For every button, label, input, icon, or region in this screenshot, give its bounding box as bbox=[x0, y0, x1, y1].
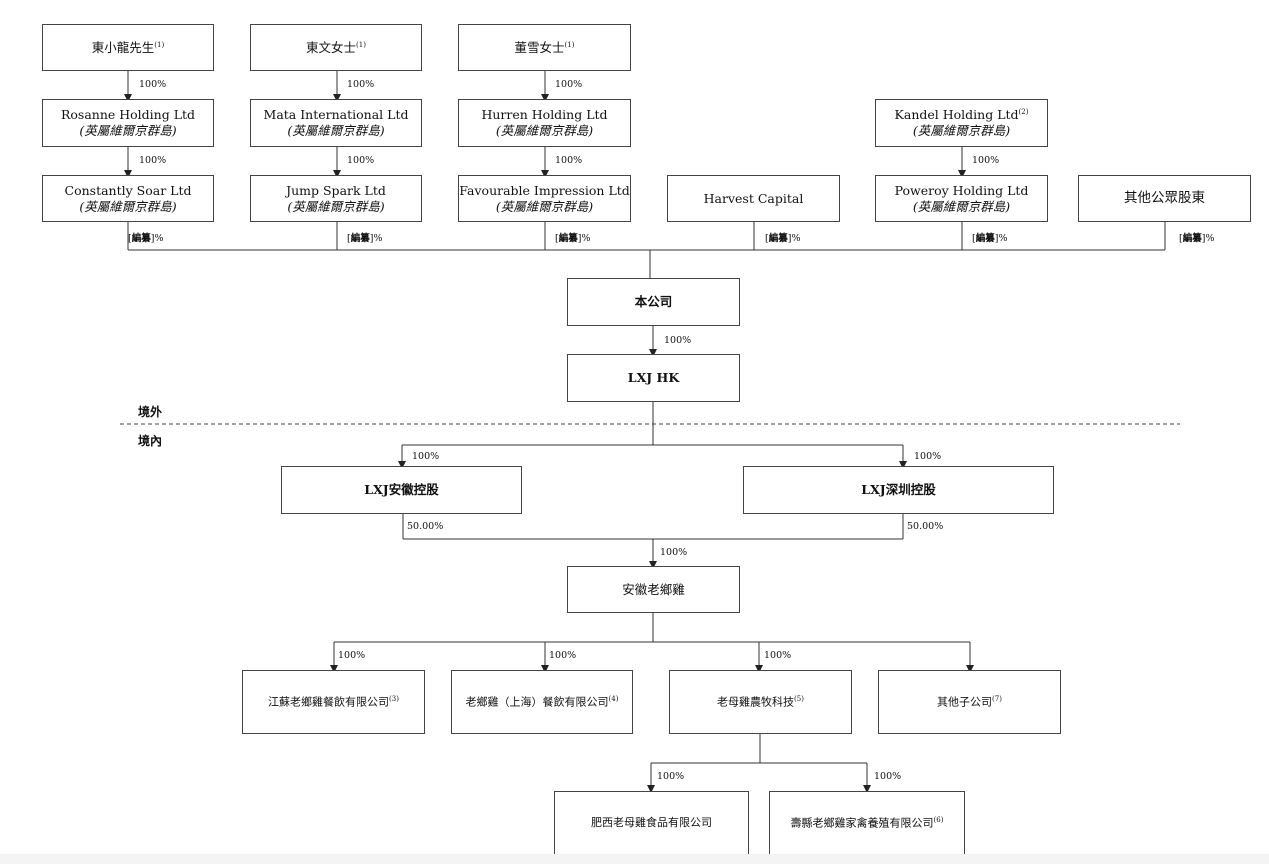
holdco-box-shenzhen: LXJ深圳控股 bbox=[743, 466, 1054, 514]
pct-label: 100% bbox=[555, 79, 583, 90]
jurisdiction-label: (英屬維爾京群島) bbox=[912, 198, 1011, 214]
shareholder-name: Poweroy Holding Ltd bbox=[894, 182, 1029, 198]
pct-label: 100% bbox=[139, 79, 167, 90]
person-box-2: 東文女士(1) bbox=[250, 24, 422, 71]
jurisdiction-label: (英屬維爾京群島) bbox=[287, 123, 385, 138]
holding-box-hurren: Hurren Holding Ltd (英屬維爾京群島) bbox=[458, 99, 631, 147]
holding-box-rosanne: Rosanne Holding Ltd (英屬維爾京群島) bbox=[42, 99, 214, 147]
pct-label: 50.00% bbox=[907, 521, 944, 532]
footnote-mark: (1) bbox=[356, 40, 366, 49]
jurisdiction-label: (英屬維爾京群島) bbox=[79, 123, 177, 138]
pct-label: 100% bbox=[139, 155, 167, 166]
shareholder-box-public: 其他公眾股東 bbox=[1078, 175, 1251, 222]
holding-box-kandel: Kandel Holding Ltd(2) (英屬維爾京群島) bbox=[875, 99, 1048, 147]
redacted-pct: [編纂]% bbox=[972, 233, 1008, 244]
footnote-mark: (3) bbox=[389, 694, 399, 703]
person-box-1: 東小龍先生(1) bbox=[42, 24, 214, 71]
shareholder-name: 其他公眾股東 bbox=[1124, 190, 1205, 207]
jurisdiction-label: (英屬維爾京群島) bbox=[287, 198, 385, 214]
person-name: 董雪女士 bbox=[514, 39, 565, 55]
holdco-name: LXJ安徽控股 bbox=[364, 482, 439, 498]
holding-name: Kandel Holding Ltd bbox=[894, 107, 1019, 123]
shareholder-name: Jump Spark Ltd bbox=[286, 182, 386, 198]
redacted-pct: [編纂]% bbox=[1179, 233, 1215, 244]
pct-label: 100% bbox=[347, 155, 375, 166]
pct-label: 100% bbox=[412, 451, 440, 462]
footnote-mark: (1) bbox=[154, 40, 165, 49]
grandchild-name: 壽縣老鄉雞家禽養殖有限公司 bbox=[790, 816, 934, 830]
footnote-mark: (6) bbox=[933, 815, 944, 824]
redacted-pct: [編纂]% bbox=[765, 233, 801, 244]
shareholder-box-poweroy: Poweroy Holding Ltd (英屬維爾京群島) bbox=[875, 175, 1048, 222]
holding-box-mata: Mata International Ltd (英屬維爾京群島) bbox=[250, 99, 422, 147]
shareholder-box-favourable: Favourable Impression Ltd (英屬維爾京群島) bbox=[458, 175, 631, 222]
shareholder-box-harvest: Harvest Capital bbox=[667, 175, 840, 222]
pct-label: 100% bbox=[874, 771, 902, 782]
subsidiary-box-jiangsu: 江蘇老鄉雞餐飲有限公司(3) bbox=[242, 670, 425, 734]
jurisdiction-label: (英屬維爾京群島) bbox=[912, 123, 1011, 138]
offshore-label: 境外 bbox=[138, 405, 163, 419]
company-box: 本公司 bbox=[567, 278, 740, 326]
shareholder-name: Favourable Impression Ltd bbox=[459, 182, 630, 198]
person-box-3: 董雪女士(1) bbox=[458, 24, 631, 71]
subsidiary-name: 江蘇老鄉雞餐飲有限公司 bbox=[268, 695, 390, 709]
grandchild-box-feixi: 肥西老母雞食品有限公司 bbox=[554, 791, 749, 855]
pct-label: 100% bbox=[914, 451, 942, 462]
pct-label: 100% bbox=[764, 650, 792, 661]
footnote-mark: (1) bbox=[564, 40, 575, 49]
grandchild-box-shouxian: 壽縣老鄉雞家禽養殖有限公司(6) bbox=[769, 791, 965, 855]
pct-label: 100% bbox=[972, 155, 1000, 166]
holdco-name: LXJ深圳控股 bbox=[861, 482, 936, 498]
grandchild-name: 肥西老母雞食品有限公司 bbox=[591, 816, 712, 830]
jurisdiction-label: (英屬維爾京群島) bbox=[79, 198, 177, 214]
pct-label: 100% bbox=[549, 650, 577, 661]
redacted-pct: [編纂]% bbox=[347, 233, 383, 244]
onshore-label: 境內 bbox=[138, 434, 163, 448]
footnote-mark: (2) bbox=[1018, 108, 1029, 117]
shareholder-name: Constantly Soar Ltd bbox=[64, 182, 192, 198]
anhui-name: 安徽老鄉雞 bbox=[622, 581, 685, 597]
anhui-box: 安徽老鄉雞 bbox=[567, 566, 740, 613]
lxj-hk-name: LXJ HK bbox=[627, 370, 680, 386]
subsidiary-box-laomuji: 老母雞農牧科技(5) bbox=[669, 670, 852, 734]
jurisdiction-label: (英屬維爾京群島) bbox=[495, 198, 594, 214]
redacted-pct: [編纂]% bbox=[128, 233, 164, 244]
holding-name: Hurren Holding Ltd bbox=[481, 107, 608, 123]
holding-name: Mata International Ltd bbox=[263, 107, 409, 123]
pct-label: 100% bbox=[657, 771, 685, 782]
page-bottom-edge bbox=[0, 854, 1269, 864]
footnote-mark: (5) bbox=[794, 694, 804, 703]
subsidiary-box-others: 其他子公司(7) bbox=[878, 670, 1061, 734]
pct-label: 100% bbox=[555, 155, 583, 166]
subsidiary-name: 老鄉雞（上海）餐飲有限公司 bbox=[465, 695, 609, 709]
shareholder-name: Harvest Capital bbox=[703, 190, 804, 206]
pct-label: 100% bbox=[338, 650, 366, 661]
shareholder-box-constantly-soar: Constantly Soar Ltd (英屬維爾京群島) bbox=[42, 175, 214, 222]
subsidiary-box-shanghai: 老鄉雞（上海）餐飲有限公司(4) bbox=[451, 670, 633, 734]
footnote-mark: (7) bbox=[992, 694, 1002, 703]
shareholder-box-jump-spark: Jump Spark Ltd (英屬維爾京群島) bbox=[250, 175, 422, 222]
holdco-box-anhui: LXJ安徽控股 bbox=[281, 466, 522, 514]
pct-label: 50.00% bbox=[407, 521, 444, 532]
holding-name: Rosanne Holding Ltd bbox=[60, 107, 196, 123]
person-name: 東文女士 bbox=[306, 39, 357, 55]
subsidiary-name: 老母雞農牧科技 bbox=[717, 695, 795, 709]
jurisdiction-label: (英屬維爾京群島) bbox=[495, 123, 594, 138]
person-name: 東小龍先生 bbox=[91, 39, 155, 55]
company-name: 本公司 bbox=[634, 294, 673, 310]
pct-label: 100% bbox=[660, 547, 688, 558]
pct-label: 100% bbox=[664, 335, 692, 346]
subsidiary-name: 其他子公司 bbox=[937, 695, 993, 709]
pct-label: 100% bbox=[347, 79, 375, 90]
lxj-hk-box: LXJ HK bbox=[567, 354, 740, 402]
redacted-pct: [編纂]% bbox=[555, 233, 591, 244]
footnote-mark: (4) bbox=[608, 694, 619, 703]
